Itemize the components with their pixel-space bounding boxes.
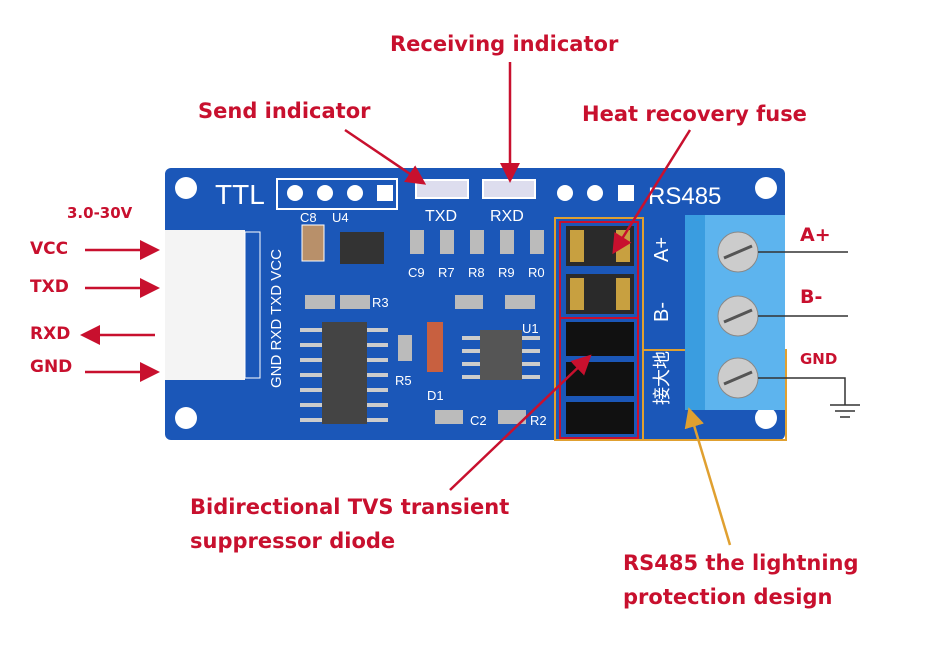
silk-u4: U4 — [332, 210, 349, 225]
tvs-diode — [566, 362, 634, 396]
gnd-label: GND — [30, 357, 73, 377]
silk-r8: R8 — [468, 265, 485, 280]
silk-c2: C2 — [470, 413, 487, 428]
tvs-diode — [566, 322, 634, 356]
silk-r9: R9 — [498, 265, 515, 280]
silk-r0: R0 — [528, 265, 545, 280]
tvs-arrow — [449, 354, 592, 491]
silk-a-plus: A+ — [651, 237, 673, 262]
mount-hole — [175, 407, 197, 429]
silk-txd: TXD — [425, 208, 457, 225]
send-indicator-label: Send indicator — [198, 99, 371, 123]
silk-connector: GND RXD TXD VCC — [268, 249, 285, 388]
silk-rxd: RXD — [490, 208, 524, 225]
a-plus-label: A+ — [800, 224, 831, 246]
txd-label: TXD — [30, 277, 69, 297]
tvs-label-line2: suppressor diode — [190, 529, 396, 553]
tvs-label-line1: Bidirectional TVS transient — [190, 495, 510, 519]
lightning-arrow — [684, 407, 732, 546]
chip-soic14 — [322, 322, 367, 424]
ttl-connector — [165, 230, 245, 380]
send-arrow — [344, 128, 427, 185]
tvs-highlight — [559, 317, 639, 439]
fuse-arrow — [612, 129, 692, 255]
silk-ground: 接大地 — [652, 351, 672, 405]
silk-r2: R2 — [530, 413, 547, 428]
mount-hole — [175, 177, 197, 199]
receiving-indicator-label: Receiving indicator — [390, 32, 619, 56]
lightning-label-line1: RS485 the lightning — [623, 551, 859, 575]
silk-r5: R5 — [395, 373, 412, 388]
silk-r7: R7 — [438, 265, 455, 280]
regulator-u4 — [340, 232, 384, 264]
heat-recovery-fuse-label: Heat recovery fuse — [582, 102, 807, 126]
diode-d1 — [427, 322, 443, 372]
protection-highlight — [554, 217, 644, 441]
rxd-led — [482, 179, 536, 199]
lightning-label-line2: protection design — [623, 585, 833, 609]
silk-c8: C8 — [300, 210, 317, 225]
rs485-gnd-label: GND — [800, 350, 838, 368]
chip-u1 — [480, 330, 522, 380]
mount-hole — [755, 177, 777, 199]
silk-b-minus: B- — [651, 302, 673, 322]
silk-d1: D1 — [427, 388, 444, 403]
silk-c9: C9 — [408, 265, 425, 280]
silk-ttl: TTL — [215, 179, 265, 210]
vcc-label: VCC — [30, 239, 69, 259]
rxd-label: RXD — [30, 324, 71, 344]
voltage-label: 3.0-30V — [67, 204, 133, 222]
silk-r3: R3 — [372, 295, 389, 310]
b-minus-label: B- — [800, 286, 823, 308]
gnd-wire — [758, 377, 846, 405]
silk-rs485: RS485 — [648, 183, 721, 210]
txd-led — [415, 179, 469, 199]
silk-u1: U1 — [522, 321, 539, 336]
ground-symbol-icon — [830, 404, 860, 418]
tvs-diode — [566, 402, 634, 434]
mount-hole — [755, 407, 777, 429]
